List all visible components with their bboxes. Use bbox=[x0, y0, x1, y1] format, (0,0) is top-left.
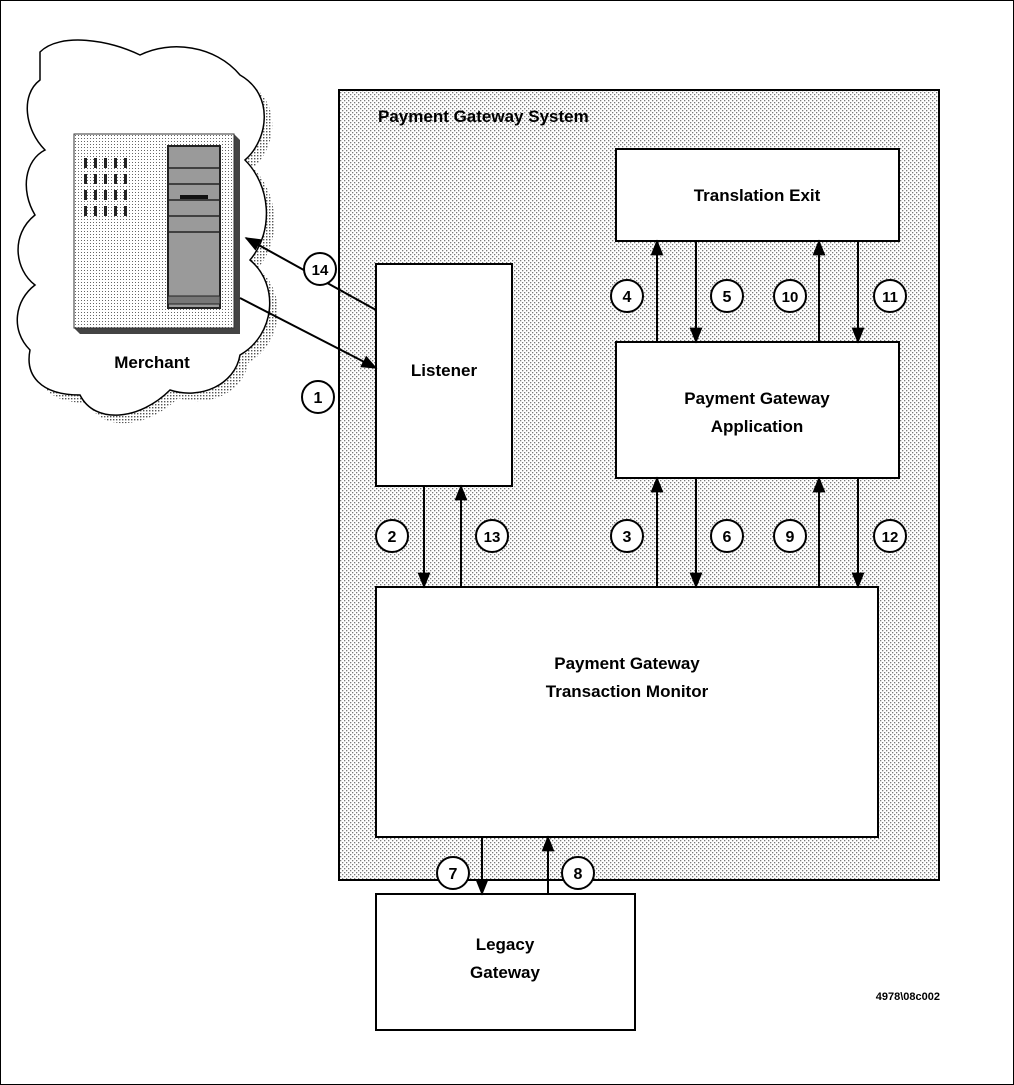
step-8-label: 8 bbox=[574, 866, 583, 883]
step-3-marker: 3 bbox=[610, 519, 644, 553]
application-box bbox=[615, 341, 900, 479]
step-1-marker: 1 bbox=[301, 380, 335, 414]
step-12-label: 12 bbox=[882, 529, 899, 546]
translation-exit-label: Translation Exit bbox=[694, 186, 821, 205]
step-9-label: 9 bbox=[786, 529, 795, 546]
step-7-label: 7 bbox=[449, 866, 458, 883]
step-9-marker: 9 bbox=[773, 519, 807, 553]
step-2-marker: 2 bbox=[375, 519, 409, 553]
legacy-gateway-label-line2: Gateway bbox=[470, 963, 540, 982]
transaction-monitor-label-line1: Payment Gateway bbox=[554, 654, 700, 673]
figure-id: 4978\08c002 bbox=[876, 991, 940, 1003]
step-6-marker: 6 bbox=[710, 519, 744, 553]
listener-box bbox=[375, 263, 513, 487]
transaction-monitor-box bbox=[375, 586, 879, 838]
step-12-marker: 12 bbox=[873, 519, 907, 553]
step-10-marker: 10 bbox=[773, 279, 807, 313]
step-10-label: 10 bbox=[782, 289, 799, 306]
step-11-marker: 11 bbox=[873, 279, 907, 313]
application-label-line2: Application bbox=[711, 417, 804, 436]
step-2-label: 2 bbox=[388, 529, 397, 546]
step-13-label: 13 bbox=[484, 529, 501, 546]
legacy-gateway-label-line1: Legacy bbox=[476, 935, 535, 954]
translation-exit-box bbox=[615, 148, 900, 242]
step-13-marker: 13 bbox=[475, 519, 509, 553]
step-14-marker: 14 bbox=[303, 252, 337, 286]
step-4-marker: 4 bbox=[610, 279, 644, 313]
step-5-marker: 5 bbox=[710, 279, 744, 313]
transaction-monitor-label-line2: Transaction Monitor bbox=[546, 682, 709, 701]
step-6-label: 6 bbox=[723, 529, 732, 546]
system-title: Payment Gateway System bbox=[378, 107, 589, 126]
step-5-label: 5 bbox=[723, 289, 732, 306]
legacy-gateway-box bbox=[375, 893, 636, 1031]
merchant-computer-icon bbox=[73, 133, 240, 334]
step-markers: 1 2 3 4 5 6 7 8 bbox=[301, 252, 907, 890]
step-1-label: 1 bbox=[314, 390, 323, 407]
step-11-label: 11 bbox=[882, 289, 898, 306]
application-label-line1: Payment Gateway bbox=[684, 389, 830, 408]
step-8-marker: 8 bbox=[561, 856, 595, 890]
step-4-label: 4 bbox=[623, 289, 632, 306]
step-7-marker: 7 bbox=[436, 856, 470, 890]
step-14-label: 14 bbox=[312, 262, 329, 279]
listener-label: Listener bbox=[411, 361, 478, 380]
step-3-label: 3 bbox=[623, 529, 632, 546]
arrow-step-1 bbox=[239, 297, 378, 369]
merchant-label: Merchant bbox=[114, 353, 190, 372]
